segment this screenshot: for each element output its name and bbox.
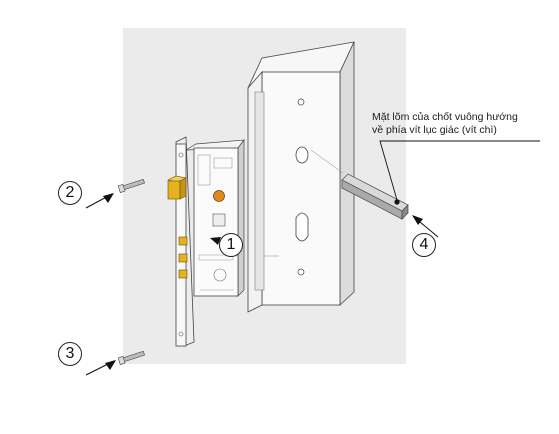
- deadbolt-1: [178, 236, 188, 246]
- mortise-lock-body: [185, 138, 245, 297]
- door-mortise-box: [247, 41, 355, 313]
- callout-dot: [394, 199, 400, 205]
- arrow-3: [85, 360, 116, 376]
- deadbolt-2: [178, 253, 188, 263]
- marker-2: 2: [58, 181, 82, 205]
- callout-leader: [379, 140, 540, 201]
- deadbolt-3: [178, 269, 188, 279]
- marker-3: 3: [58, 342, 82, 366]
- latch-bolt: [167, 175, 187, 200]
- marker-1: 1: [219, 233, 243, 257]
- callout-line-2: về phía vít lục giác (vít chì): [372, 123, 497, 136]
- screw-top: [117, 178, 145, 193]
- screw-bottom: [117, 350, 145, 365]
- callout-line-1: Mặt lõm của chốt vuông hướng: [372, 111, 518, 123]
- marker-4: 4: [412, 233, 436, 257]
- square-spindle: [341, 173, 409, 220]
- arrow-2: [85, 193, 114, 209]
- spindle-callout-note: Mặt lõm của chốt vuông hướng về phía vít…: [372, 111, 542, 136]
- arrow-4: [412, 215, 439, 238]
